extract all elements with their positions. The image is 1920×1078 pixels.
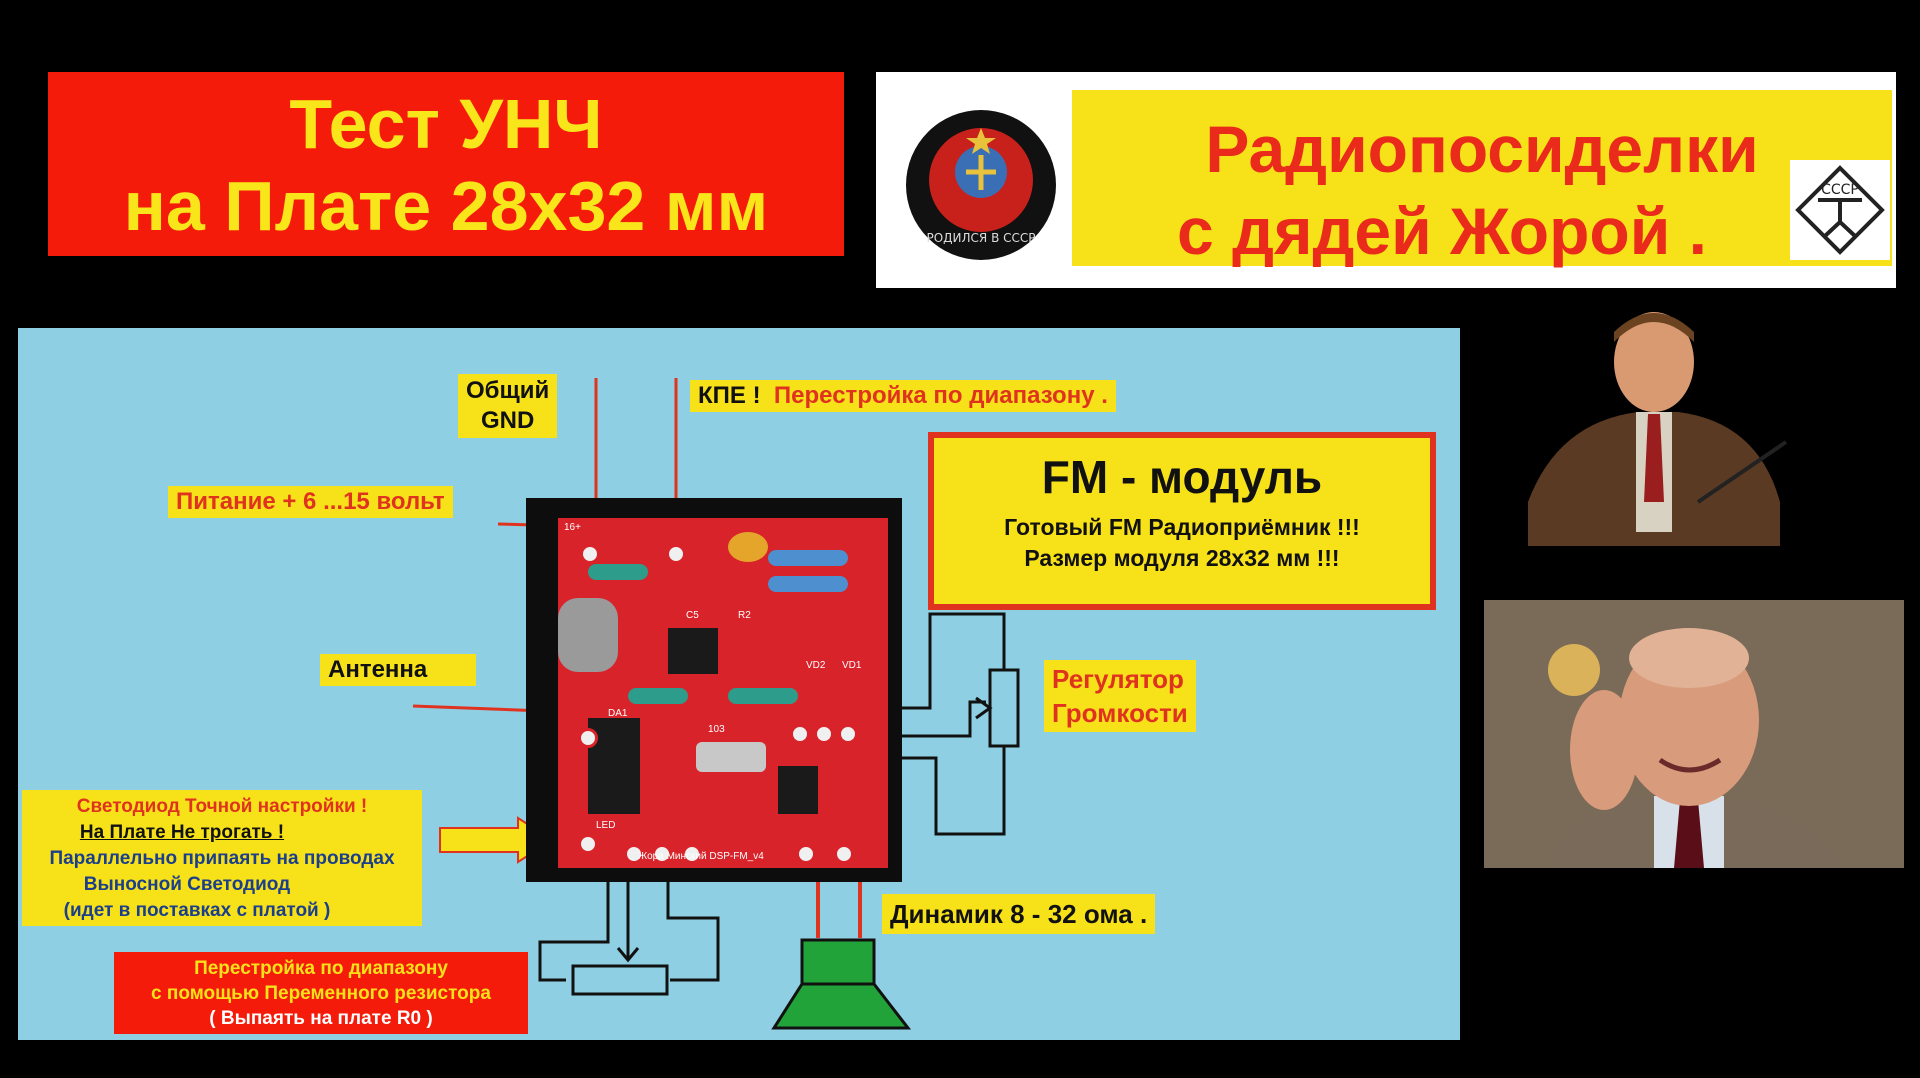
inductor-2 (628, 688, 688, 704)
led-note: Светодиод Точной настройки ! На Плате Не… (22, 790, 422, 926)
inductor-1 (588, 564, 648, 580)
fm-module-pcb: Жора Минский DSP-FM_v4 16+ C5 R2 DA1 103… (558, 518, 888, 868)
pcb-mark-vd1: VD1 (842, 660, 862, 671)
power-label: Питание + 6 ...15 вольт (168, 486, 453, 518)
pcb-mark-led: LED (596, 820, 616, 831)
fm-module-line-1: Готовый FM Радиоприёмник !!! (1004, 514, 1360, 540)
pcb-mark-16: 16+ (564, 522, 581, 533)
pcb-mark-103: 103 (708, 724, 725, 735)
svg-text:РОДИЛСЯ В СССР: РОДИЛСЯ В СССР (926, 231, 1035, 245)
kpe-label: КПЕ ! Перестройка по диапазону . (690, 380, 1116, 412)
pcb-mark-vd2: VD2 (806, 660, 826, 671)
pad-kpe (666, 544, 686, 564)
pcb-credit: Жора Минский DSP-FM_v4 (638, 851, 764, 862)
pad-r0-1 (624, 844, 644, 864)
pad-r0-3 (682, 844, 702, 864)
svg-text:СССР: СССР (1821, 182, 1859, 198)
capacitor (558, 598, 618, 672)
pad-speaker-1 (796, 844, 816, 864)
fm-module-line-2: Размер модуля 28х32 мм !!! (1024, 545, 1340, 571)
tuning-note: Перестройка по диапазону с помощью Перем… (114, 952, 528, 1034)
ussr-emblem-icon: РОДИЛСЯ В СССР (906, 110, 1056, 260)
pcb-mark-da1: DA1 (608, 708, 628, 719)
channel-title-line-2: с дядей Жорой . (1177, 194, 1707, 268)
pad-volume-2 (814, 724, 834, 744)
pad-led (578, 834, 598, 854)
photo-man-in-suit (1518, 302, 1790, 546)
title-banner: Тест УНЧ на Плате 28х32 мм (48, 72, 844, 256)
speaker-label: Динамик 8 - 32 ома . (882, 894, 1156, 934)
pad-volume-1 (790, 724, 810, 744)
ceramic-capacitor (728, 532, 768, 562)
pad-r0-2 (652, 844, 672, 864)
title-line-1: Тест УНЧ (289, 85, 603, 163)
quality-mark-icon: СССР (1790, 160, 1890, 260)
pcb-mark-c5: C5 (686, 610, 699, 621)
fm-module-title: FM - модуль (1041, 451, 1323, 503)
pcb-mark-r2: R2 (738, 610, 751, 621)
pad-speaker-2 (834, 844, 854, 864)
chip-da2 (668, 628, 718, 674)
photo-smiling-man (1484, 600, 1904, 868)
title-line-2: на Плате 28х32 мм (123, 167, 769, 245)
channel-title-panel: Радиопосиделки с дядей Жорой . (1072, 90, 1892, 268)
resistor-1 (768, 550, 848, 566)
pad-power (580, 544, 600, 564)
resistor-2 (768, 576, 848, 592)
inductor-3 (728, 688, 798, 704)
antenna-label: Антенна (320, 654, 476, 686)
pad-antenna (578, 728, 598, 748)
chip-amp (778, 766, 818, 814)
channel-banner: РОДИЛСЯ В СССР Радиопосиделки с дядей Жо… (876, 72, 1896, 288)
crystal (696, 742, 766, 772)
pad-volume-3 (838, 724, 858, 744)
fm-module-box: FM - модуль Готовый FM Радиоприёмник !!!… (928, 432, 1436, 610)
channel-title-line-1: Радиопосиделки (1205, 112, 1759, 186)
speaker-icon (800, 938, 876, 986)
